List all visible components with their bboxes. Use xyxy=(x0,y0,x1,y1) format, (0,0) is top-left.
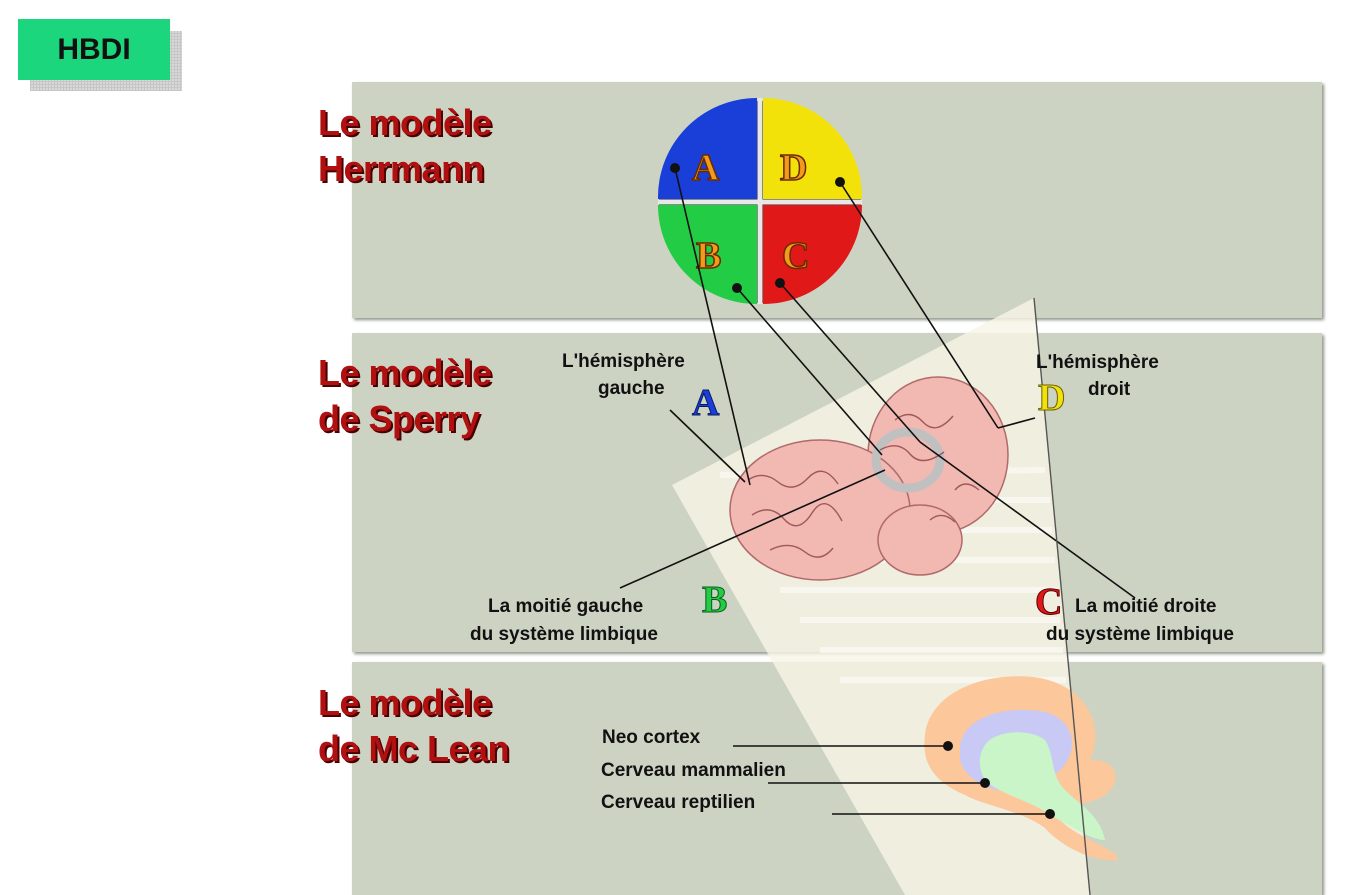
quadrant-c xyxy=(763,205,862,304)
right-limbic-label-2: du système limbique xyxy=(1046,624,1234,645)
plane-edge xyxy=(1033,297,1091,895)
left-hemisphere-letter: A xyxy=(692,382,720,424)
mammal-brain-label: Cerveau mammalien xyxy=(601,760,786,781)
left-limbic-label-1: La moitié gauche xyxy=(488,596,643,617)
left-hemisphere xyxy=(729,439,911,581)
reptile-brain-label: Cerveau reptilien xyxy=(601,792,755,813)
right-limbic-letter: C xyxy=(1035,581,1062,623)
left-limbic-label-2: du système limbique xyxy=(470,624,658,645)
mclean-title: Le modèle de Mc Lean xyxy=(318,680,510,772)
right-hemisphere-label-1: L'hémisphère xyxy=(1036,352,1159,373)
herrmann-title-line1: Le modèle xyxy=(318,102,492,143)
mclean-title-line2: de Mc Lean xyxy=(318,728,510,769)
quadrant-d xyxy=(763,98,863,199)
herrmann-title: Le modèle Herrmann xyxy=(318,100,492,192)
brain-stem xyxy=(877,504,963,576)
sperry-brain xyxy=(729,376,1009,581)
mclean-title-line1: Le modèle xyxy=(318,682,492,723)
mclean-brain xyxy=(924,676,1119,861)
sperry-title-line2: de Sperry xyxy=(318,398,480,439)
quadrant-a-letter: A xyxy=(692,147,720,189)
herrmann-title-line2: Herrmann xyxy=(318,148,485,189)
left-limbic-letter: B xyxy=(702,579,727,621)
reptile-brain-shape xyxy=(979,732,1105,840)
connector-lines xyxy=(619,167,1136,815)
right-limbic-label-1: La moitié droite xyxy=(1075,596,1216,617)
herrmann-disc: A D B C xyxy=(657,98,863,304)
right-hemisphere-letter: D xyxy=(1038,377,1065,419)
quadrant-c-letter: C xyxy=(782,235,809,277)
quadrant-b xyxy=(658,205,757,304)
neo-cortex-label: Neo cortex xyxy=(602,727,701,748)
quadrant-a xyxy=(657,98,757,199)
hbdi-badge: HBDI xyxy=(18,19,170,80)
left-hemisphere-label-1: L'hémisphère xyxy=(562,351,685,372)
quadrant-b-letter: B xyxy=(696,235,721,277)
connector-dots xyxy=(670,163,1055,819)
limbic-ring xyxy=(871,427,945,493)
brain-folds xyxy=(747,413,980,558)
right-hemisphere-label-2: droit xyxy=(1088,379,1131,400)
sperry-title: Le modèle de Sperry xyxy=(318,350,492,442)
left-hemisphere-label-2: gauche xyxy=(598,378,665,399)
sperry-title-line1: Le modèle xyxy=(318,352,492,393)
quadrant-d-letter: D xyxy=(780,147,807,189)
